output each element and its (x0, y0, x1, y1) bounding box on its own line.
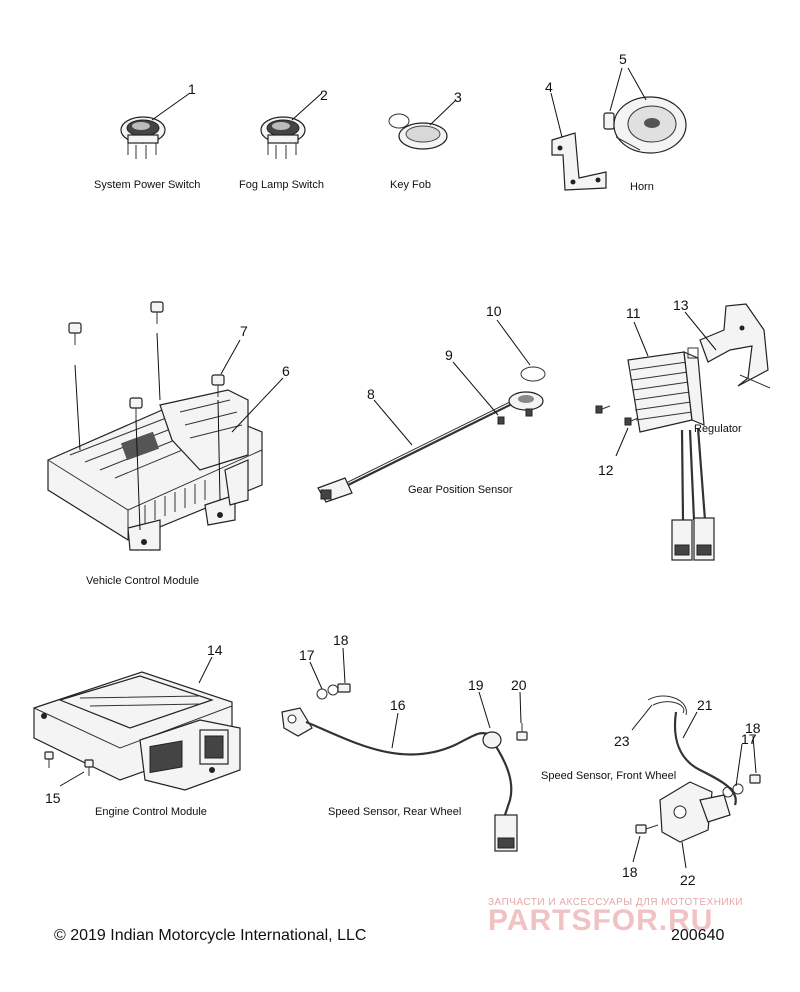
watermark-tagline: ЗАПЧАСТИ И АКСЕССУАРЫ ДЛЯ МОТОТЕХНИКИ (488, 897, 744, 908)
label-gear-position-sensor: Gear Position Sensor (408, 484, 513, 496)
ecm-screws (44, 751, 94, 776)
callout-1: 1 (188, 81, 196, 97)
diagram-number: 200640 (671, 927, 725, 944)
label-vehicle-control-module: Vehicle Control Module (86, 575, 199, 587)
callout-3: 3 (454, 89, 462, 105)
callout-4: 4 (545, 79, 553, 95)
callout-18: 18 (333, 632, 349, 648)
callout-21: 21 (697, 697, 713, 713)
horn-part (551, 96, 687, 191)
callout-12: 12 (598, 462, 614, 478)
callout-13: 13 (673, 297, 689, 313)
callout-11: 11 (626, 305, 641, 321)
label-horn: Horn (630, 181, 654, 193)
callout-18-front: 18 (745, 720, 761, 736)
callout-22: 22 (680, 872, 696, 888)
engine-control-module-part (33, 671, 241, 791)
callout-15: 15 (45, 790, 61, 806)
label-fog-lamp-switch: Fog Lamp Switch (239, 179, 324, 191)
callout-7: 7 (240, 323, 248, 339)
label-speed-sensor-rear: Speed Sensor, Rear Wheel (328, 806, 461, 818)
callout-6: 6 (282, 363, 290, 379)
watermark: ЗАПЧАСТИ И АКСЕССУАРЫ ДЛЯ МОТОТЕХНИКИ PA… (488, 897, 788, 938)
front-speed-sensor-part (635, 695, 761, 843)
label-speed-sensor-front: Speed Sensor, Front Wheel (541, 770, 676, 782)
label-key-fob: Key Fob (390, 179, 431, 191)
callout-5: 5 (619, 51, 627, 67)
system-power-switch-part (120, 116, 166, 159)
fog-lamp-switch-part (260, 116, 306, 159)
label-regulator: Regulator (694, 423, 742, 435)
callout-9: 9 (445, 347, 453, 363)
rear-speed-sensor-part (281, 683, 528, 852)
vehicle-control-module-part (47, 389, 263, 551)
regulator-screws (595, 405, 639, 426)
callout-10: 10 (486, 303, 502, 319)
copyright-notice: © 2019 Indian Motorcycle International, … (54, 927, 367, 944)
callout-20: 20 (511, 677, 527, 693)
callout-8: 8 (367, 386, 375, 402)
watermark-logo: PARTSFOR.RU (488, 904, 714, 937)
callout-17-front: 17 (741, 731, 757, 747)
callout-2: 2 (320, 87, 328, 103)
label-engine-control-module: Engine Control Module (95, 806, 207, 818)
callout-17: 17 (299, 647, 315, 663)
regulator-part (627, 303, 771, 561)
key-fob-part (388, 113, 448, 150)
vcm-screws (68, 301, 225, 420)
gear-position-sensor-part (317, 366, 546, 503)
callout-19: 19 (468, 677, 484, 693)
callout-16: 16 (390, 697, 406, 713)
callout-14: 14 (207, 642, 223, 658)
callout-18-front-lower: 18 (622, 864, 638, 880)
label-system-power-switch: System Power Switch (94, 179, 200, 191)
callout-23: 23 (614, 733, 630, 749)
